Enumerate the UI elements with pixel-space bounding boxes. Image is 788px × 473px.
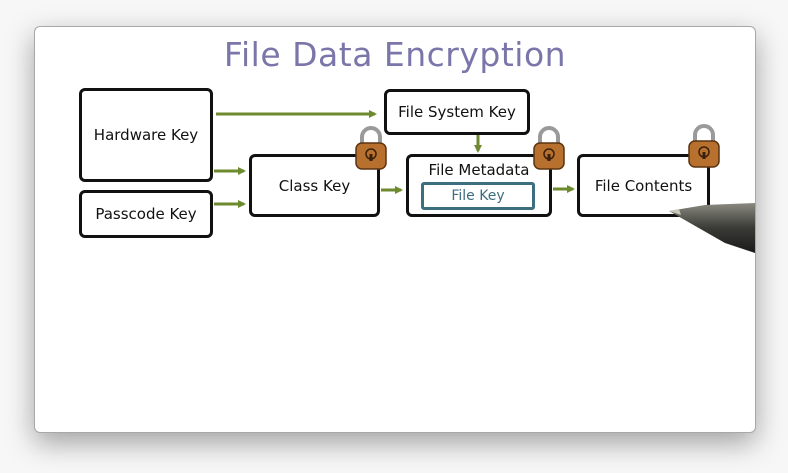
video-frame: File Data Encryption Hardware Key Passco… (34, 26, 756, 433)
pen-icon (669, 203, 755, 253)
node-file-metadata-label: File Metadata (428, 161, 530, 179)
node-passcode-key: Passcode Key (79, 190, 213, 238)
padlock-icon (355, 126, 387, 170)
node-file-contents-label: File Contents (594, 176, 693, 195)
padlock-icon (533, 126, 565, 170)
node-file-system-key: File System Key (384, 89, 530, 135)
node-hardware-key: Hardware Key (79, 88, 213, 182)
node-class-key-label: Class Key (278, 176, 351, 195)
node-file-key-label: File Key (451, 188, 505, 204)
node-file-system-key-label: File System Key (398, 103, 516, 121)
node-passcode-key-label: Passcode Key (95, 205, 197, 223)
padlock-icon (688, 124, 720, 168)
arrows-layer (214, 110, 575, 208)
node-file-key: File Key (421, 182, 535, 210)
diagram-title: File Data Encryption (223, 35, 567, 74)
node-hardware-key-label: Hardware Key (93, 126, 199, 144)
node-file-contents: File Contents (577, 154, 710, 217)
